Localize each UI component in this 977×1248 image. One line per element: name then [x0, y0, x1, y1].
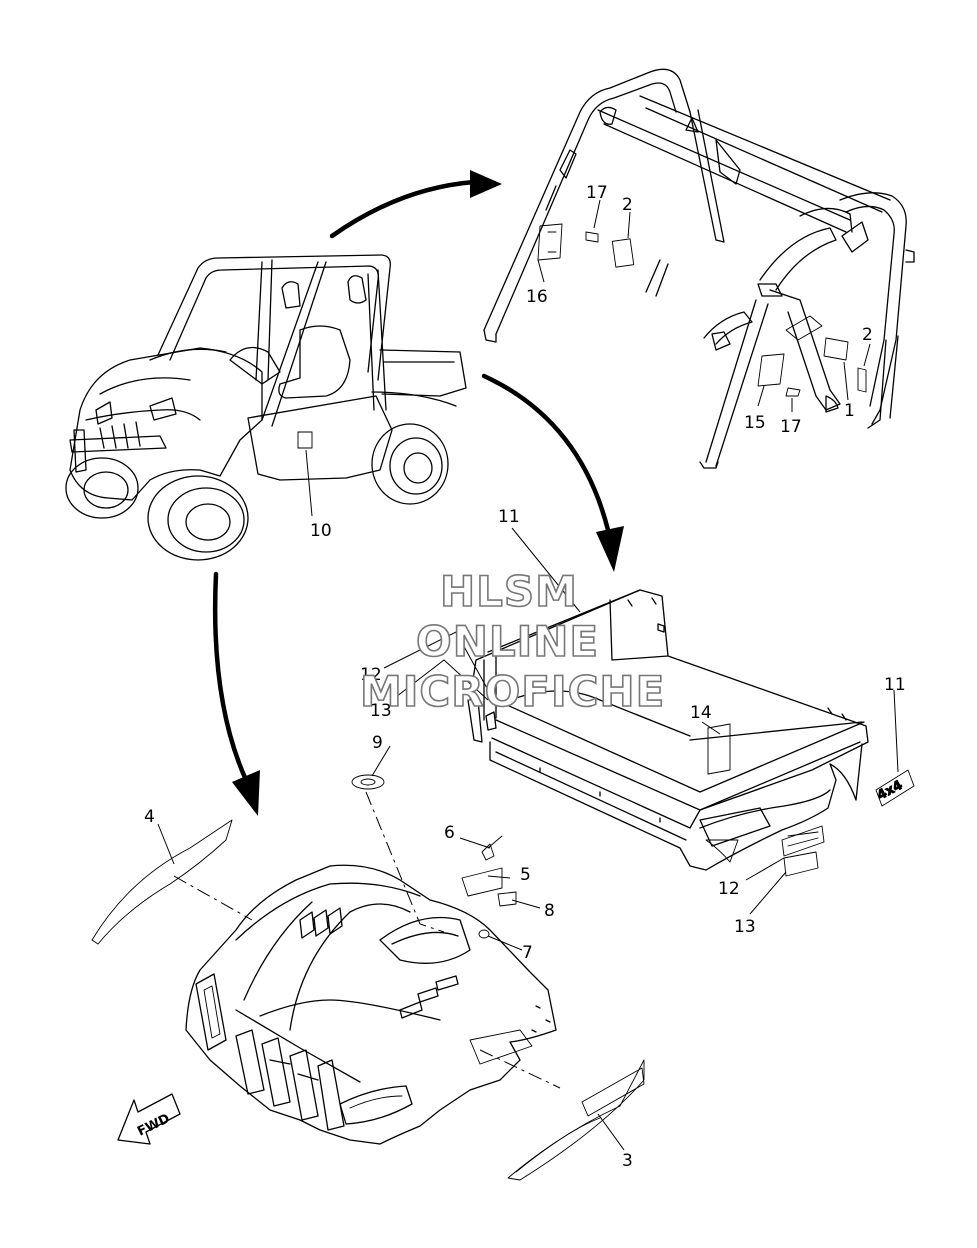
roll-cage-detail: [483, 68, 915, 469]
watermark: HLSM ONLINE MICROFICHE: [359, 566, 665, 717]
callout-3: 3: [622, 1151, 633, 1171]
callout-2-right: 2: [862, 325, 873, 345]
callout-14: 14: [690, 703, 712, 723]
callout-17-bottom: 17: [780, 417, 802, 437]
callout-7: 7: [522, 943, 533, 963]
callout-9: 9: [372, 733, 383, 753]
callout-6: 6: [444, 823, 455, 843]
callout-13-left: 13: [370, 701, 392, 721]
fwd-label: FWD: [135, 1111, 172, 1139]
watermark-line-1: HLSM: [440, 567, 578, 616]
cage-leaders: [537, 199, 871, 412]
hood-decals: [91, 774, 645, 1181]
callout-13-right: 13: [734, 917, 756, 937]
watermark-line-3: MICROFICHE: [360, 667, 665, 716]
hood-assembly: [185, 864, 557, 1145]
callout-15: 15: [744, 413, 766, 433]
callout-17-top: 17: [586, 183, 608, 203]
callout-2-top: 2: [622, 195, 633, 215]
callout-11-right: 11: [884, 675, 906, 695]
callout-1: 1: [844, 401, 855, 421]
utility-vehicle: [65, 254, 467, 561]
assembly-arrows: [212, 170, 624, 816]
leader-10: [305, 449, 313, 517]
callout-4: 4: [144, 807, 155, 827]
callout-5: 5: [520, 865, 531, 885]
svg-text:4x4: 4x4: [875, 778, 905, 804]
callout-10: 10: [310, 521, 332, 541]
callout-12-right: 12: [718, 879, 740, 899]
callout-8: 8: [544, 901, 555, 921]
cage-decals: [537, 223, 867, 397]
callout-labels: 17 2 16 2 1 15 17 10 11 12 13 14 11 12 1…: [144, 183, 906, 1171]
bed-leaders: [383, 527, 899, 915]
cargo-bed: [467, 589, 869, 871]
callout-16: 16: [526, 287, 548, 307]
callout-11-top: 11: [498, 507, 520, 527]
fwd-arrow-icon: FWD: [117, 1093, 181, 1145]
hood-leaders: [157, 745, 625, 1151]
watermark-line-2: ONLINE: [416, 617, 599, 666]
callout-12-left: 12: [360, 665, 382, 685]
